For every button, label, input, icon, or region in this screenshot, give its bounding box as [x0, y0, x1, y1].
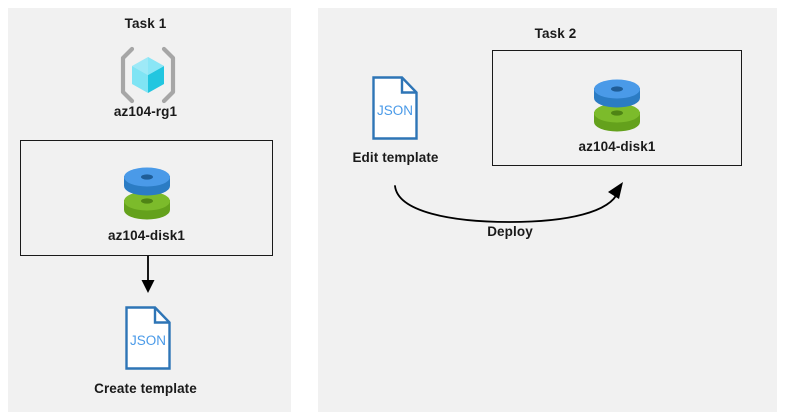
json-icon-text: JSON: [130, 333, 166, 348]
azure-resource-group-icon: [118, 46, 178, 104]
edit-template-label: Edit template: [352, 150, 439, 165]
arrow-down-icon: [132, 256, 164, 296]
json-file-icon: JSON: [124, 305, 172, 371]
curved-arrow-right-icon: [392, 182, 630, 234]
task-2-title: Task 2: [534, 26, 577, 41]
task-1-title: Task 1: [124, 16, 167, 31]
task-1-disk-label: az104-disk1: [108, 228, 185, 243]
task-2-disk-label: az104-disk1: [578, 139, 656, 154]
deploy-arrow-label: Deploy: [487, 224, 533, 239]
resource-group-label: az104-rg1: [113, 104, 178, 119]
create-template-label: Create template: [94, 381, 197, 396]
json-file-icon: JSON: [371, 75, 419, 141]
azure-managed-disk-icon: [589, 76, 645, 136]
task-1-resource-box: [20, 140, 273, 256]
json-icon-text: JSON: [377, 103, 413, 118]
azure-managed-disk-icon: [119, 164, 175, 224]
